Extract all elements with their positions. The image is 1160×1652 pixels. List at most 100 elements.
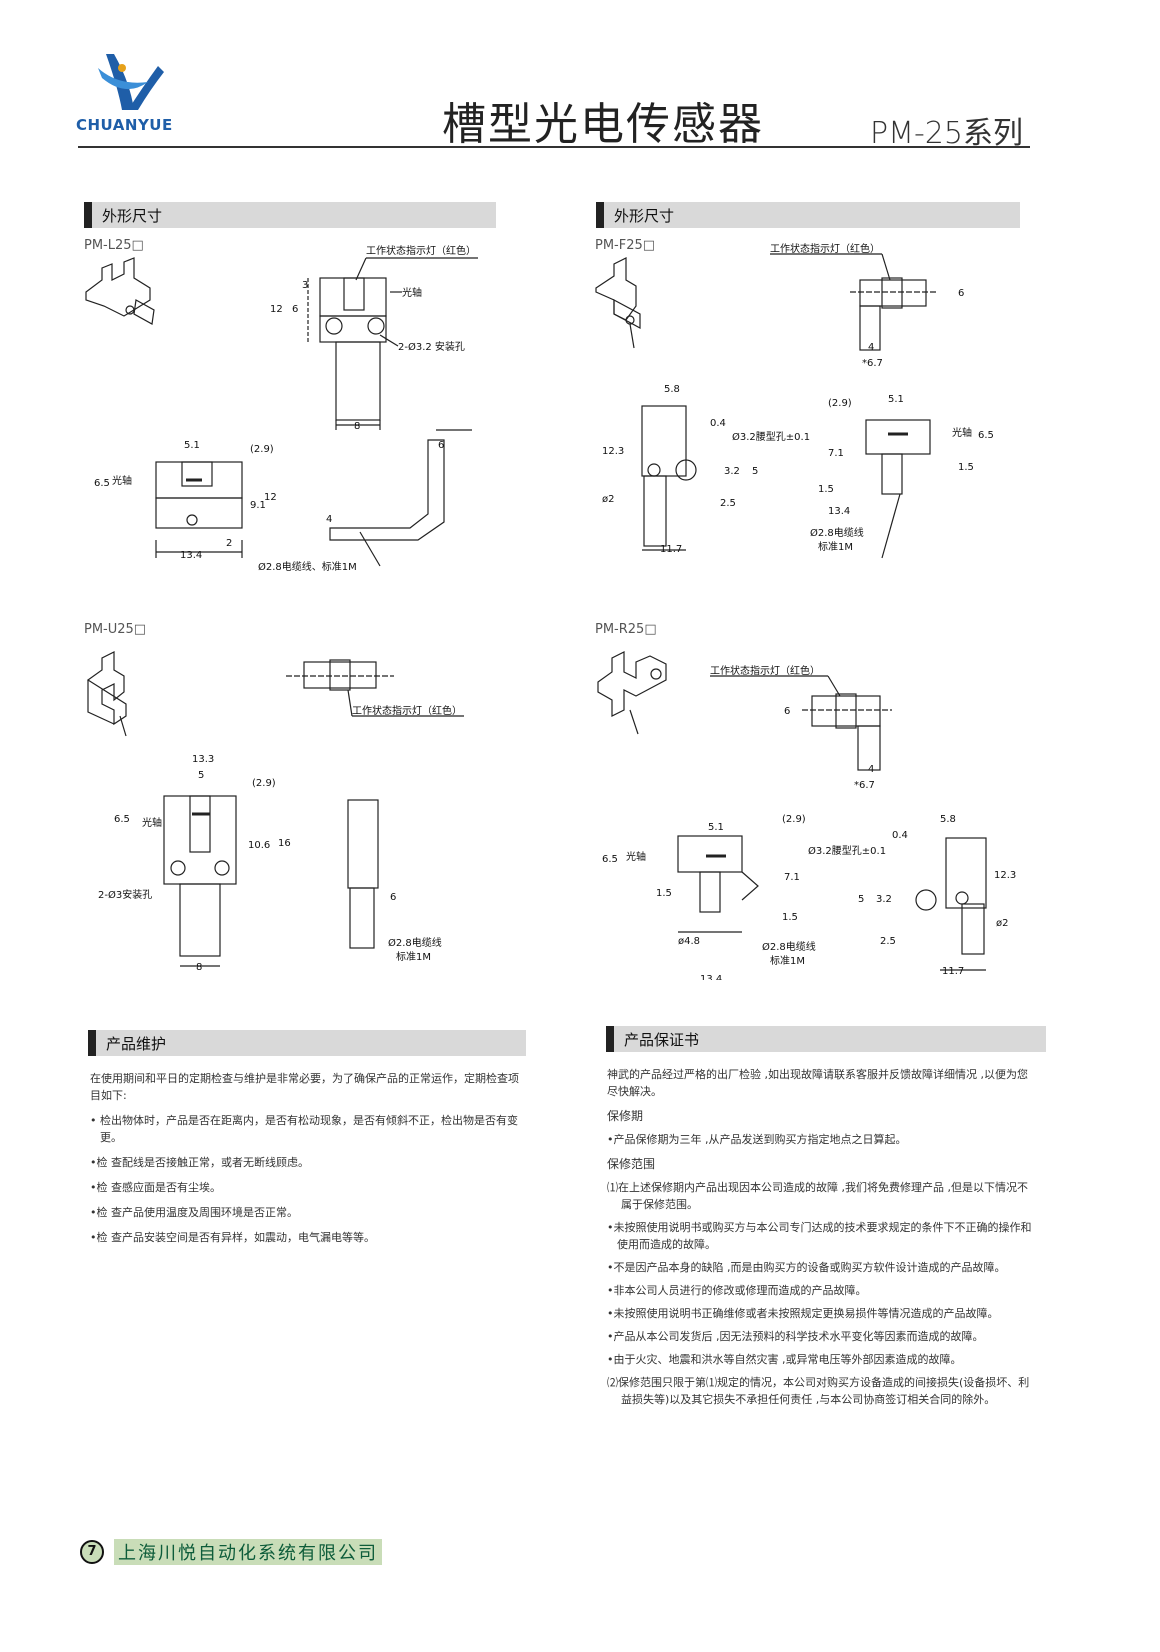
maintenance-item: •检 查配线是否接触正常，或者无断线顾虑。 (90, 1156, 309, 1169)
svg-text:5.8: 5.8 (664, 384, 680, 395)
label-waist-r25: Ø3.2腰型孔±0.1 (808, 844, 886, 857)
warranty-scope-item: •由于火灾、地震和洪水等自然灾害 ,或异常电压等外部因素造成的故障。 (607, 1353, 962, 1366)
label-cable-l25: Ø2.8电缆线、标准1M (258, 560, 357, 573)
side-view-f25 (641, 405, 697, 551)
svg-text:13.4: 13.4 (180, 550, 202, 561)
label-axis-r25: 光轴 (626, 850, 646, 863)
maintenance-item: •检 查感应面是否有尘埃。 (90, 1181, 221, 1194)
warranty-scope-item: •不是因产品本身的缺陷 ,而是由购买方的设备或购买方软件设计造成的产品故障。 (607, 1261, 1006, 1274)
svg-text:6.5: 6.5 (978, 430, 994, 441)
drawing-f25: 工作状态指示灯（红色） 6 4 *6.7 5.8 0.4 Ø3.2腰型孔±0.1… (595, 242, 994, 559)
svg-text:9.1: 9.1 (250, 500, 266, 511)
warranty-scope-item: ⑴在上述保修期内产品出现因本公司造成的故障 ,我们将免费修理产品 ,但是以下情况… (607, 1181, 1028, 1211)
svg-text:1.5: 1.5 (958, 462, 974, 473)
maintenance-item: • 检出物体时，产品是否在距离内，是否有松动现象，是否有倾斜不正，检出物是否有变… (90, 1114, 518, 1144)
label-axis-u25: 光轴 (142, 816, 162, 829)
warranty-scope-item: •产品从本公司发货后 ,因无法预料的科学技术水平变化等因素而造成的故障。 (607, 1330, 984, 1343)
section-dimensions-left: 外形尺寸 (84, 202, 496, 228)
drawing-l25: 工作状态指示灯（红色） 光轴 2-Ø3.2 安装孔 8 12 6 3 5.1 (… (85, 244, 478, 573)
section-dimensions-right: 外形尺寸 (596, 202, 1020, 228)
label-indicator-u25: 工作状态指示灯（红色） (352, 704, 462, 717)
label-indicator-f25: 工作状态指示灯（红色） (770, 242, 880, 255)
label-cable2-f25: 标准1M (818, 541, 853, 553)
svg-text:12: 12 (264, 492, 277, 503)
label-cable-r25: Ø2.8电缆线 (762, 940, 816, 953)
svg-text:5.8: 5.8 (940, 814, 956, 825)
warranty-scope-item: ⑵保修范围只限于第⑴规定的情况，本公司对购买方设备造成的间接损失(设备损坏、利益… (607, 1376, 1030, 1406)
svg-text:13.3: 13.3 (192, 754, 214, 765)
svg-text:12: 12 (270, 304, 283, 315)
top-view-u25 (286, 659, 464, 717)
svg-text:*6.7: *6.7 (854, 780, 875, 791)
front-view-r25 (677, 835, 759, 933)
svg-text:3.2: 3.2 (876, 894, 892, 905)
svg-text:12.3: 12.3 (602, 446, 624, 457)
svg-text:2.5: 2.5 (720, 498, 736, 509)
iso-view-r25 (597, 651, 667, 735)
series-label: PM-25系列 (870, 116, 1023, 151)
model-f25: PM-F25□ (595, 238, 656, 253)
section-maintenance: 产品维护 (88, 1030, 526, 1056)
svg-text:6: 6 (784, 706, 790, 717)
side-view-r25 (915, 837, 987, 971)
svg-text:8: 8 (354, 421, 360, 432)
svg-text:4: 4 (868, 764, 874, 775)
svg-text:3: 3 (302, 280, 308, 291)
svg-text:(2.9): (2.9) (782, 814, 806, 825)
svg-text:5: 5 (198, 770, 204, 781)
model-r25: PM-R25□ (595, 622, 657, 637)
svg-text:2.5: 2.5 (880, 936, 896, 947)
warranty-scope-item: •非本公司人员进行的修改或修理而造成的产品故障。 (607, 1284, 867, 1297)
model-l25: PM-L25□ (84, 238, 144, 253)
warranty-scope-title: 保修范围 (607, 1157, 656, 1171)
svg-text:11.7: 11.7 (660, 544, 682, 555)
page-number-badge: 7 (80, 1540, 104, 1564)
logo: CHUANYUE (76, 48, 188, 138)
svg-text:7.1: 7.1 (784, 872, 800, 883)
svg-text:0.4: 0.4 (892, 830, 908, 841)
top-view-r25 (710, 675, 892, 771)
svg-text:4: 4 (868, 342, 874, 353)
svg-text:(2.9): (2.9) (250, 444, 274, 455)
label-hole-l25: 2-Ø3.2 安装孔 (398, 340, 465, 353)
svg-text:13.4: 13.4 (700, 974, 722, 980)
front-view-l25 (307, 257, 478, 430)
svg-text:6.5: 6.5 (94, 478, 110, 489)
svg-text:6.5: 6.5 (602, 854, 618, 865)
bracket-view-l25 (329, 429, 472, 567)
page-number: 7 (87, 1544, 97, 1559)
label-cable2-r25: 标准1M (770, 955, 805, 967)
svg-text:(2.9): (2.9) (828, 398, 852, 409)
logo-text: CHUANYUE (76, 116, 173, 134)
label-hole-u25: 2-Ø3安装孔 (98, 888, 152, 901)
warranty-text: 神武的产品经过严格的出厂检验 ,如出现故障请联系客服并反馈故障详细情况 ,以便为… (607, 1066, 1032, 1408)
label-indicator-l25: 工作状态指示灯（红色） (366, 244, 476, 257)
drawing-r25: 工作状态指示灯（红色） 6 4 *6.7 5.1 (2.9) 6.5 光轴 7.… (597, 651, 1016, 980)
logo-icon (98, 54, 164, 110)
section-warranty: 产品保证书 (606, 1026, 1046, 1052)
svg-text:7.1: 7.1 (828, 448, 844, 459)
iso-view-l25 (85, 257, 155, 325)
svg-text:12.3: 12.3 (994, 870, 1016, 881)
svg-text:4: 4 (326, 514, 332, 525)
svg-text:6: 6 (292, 304, 298, 315)
svg-text:6.5: 6.5 (114, 814, 130, 825)
maintenance-item: •检 查产品安装空间是否有异样，如震动，电气漏电等等。 (90, 1231, 375, 1244)
maintenance-intro: 在使用期间和平日的定期检查与维护是非常必要，为了确保产品的正常运作，定期检查项目… (90, 1072, 519, 1102)
svg-text:1.5: 1.5 (656, 888, 672, 899)
svg-text:5: 5 (858, 894, 864, 905)
side-view-u25 (347, 799, 379, 949)
label-cable2-u25: 标准1M (396, 951, 431, 963)
svg-text:11.7: 11.7 (942, 966, 964, 977)
warranty-scope-item: •未按照使用说明书或购买方与本公司专门达成的技术要求规定的条件下不正确的操作和使… (607, 1221, 1032, 1251)
warranty-period-title: 保修期 (607, 1109, 644, 1123)
maintenance-text: 在使用期间和平日的定期检查与维护是非常必要，为了确保产品的正常运作，定期检查项目… (90, 1070, 526, 1246)
svg-text:(2.9): (2.9) (252, 778, 276, 789)
svg-text:1.5: 1.5 (818, 484, 834, 495)
label-cable-f25: Ø2.8电缆线 (810, 526, 864, 539)
svg-text:5.1: 5.1 (888, 394, 904, 405)
svg-text:6: 6 (390, 892, 396, 903)
svg-text:6: 6 (438, 440, 444, 451)
iso-view-f25 (595, 257, 641, 349)
iso-view-u25 (86, 651, 127, 737)
